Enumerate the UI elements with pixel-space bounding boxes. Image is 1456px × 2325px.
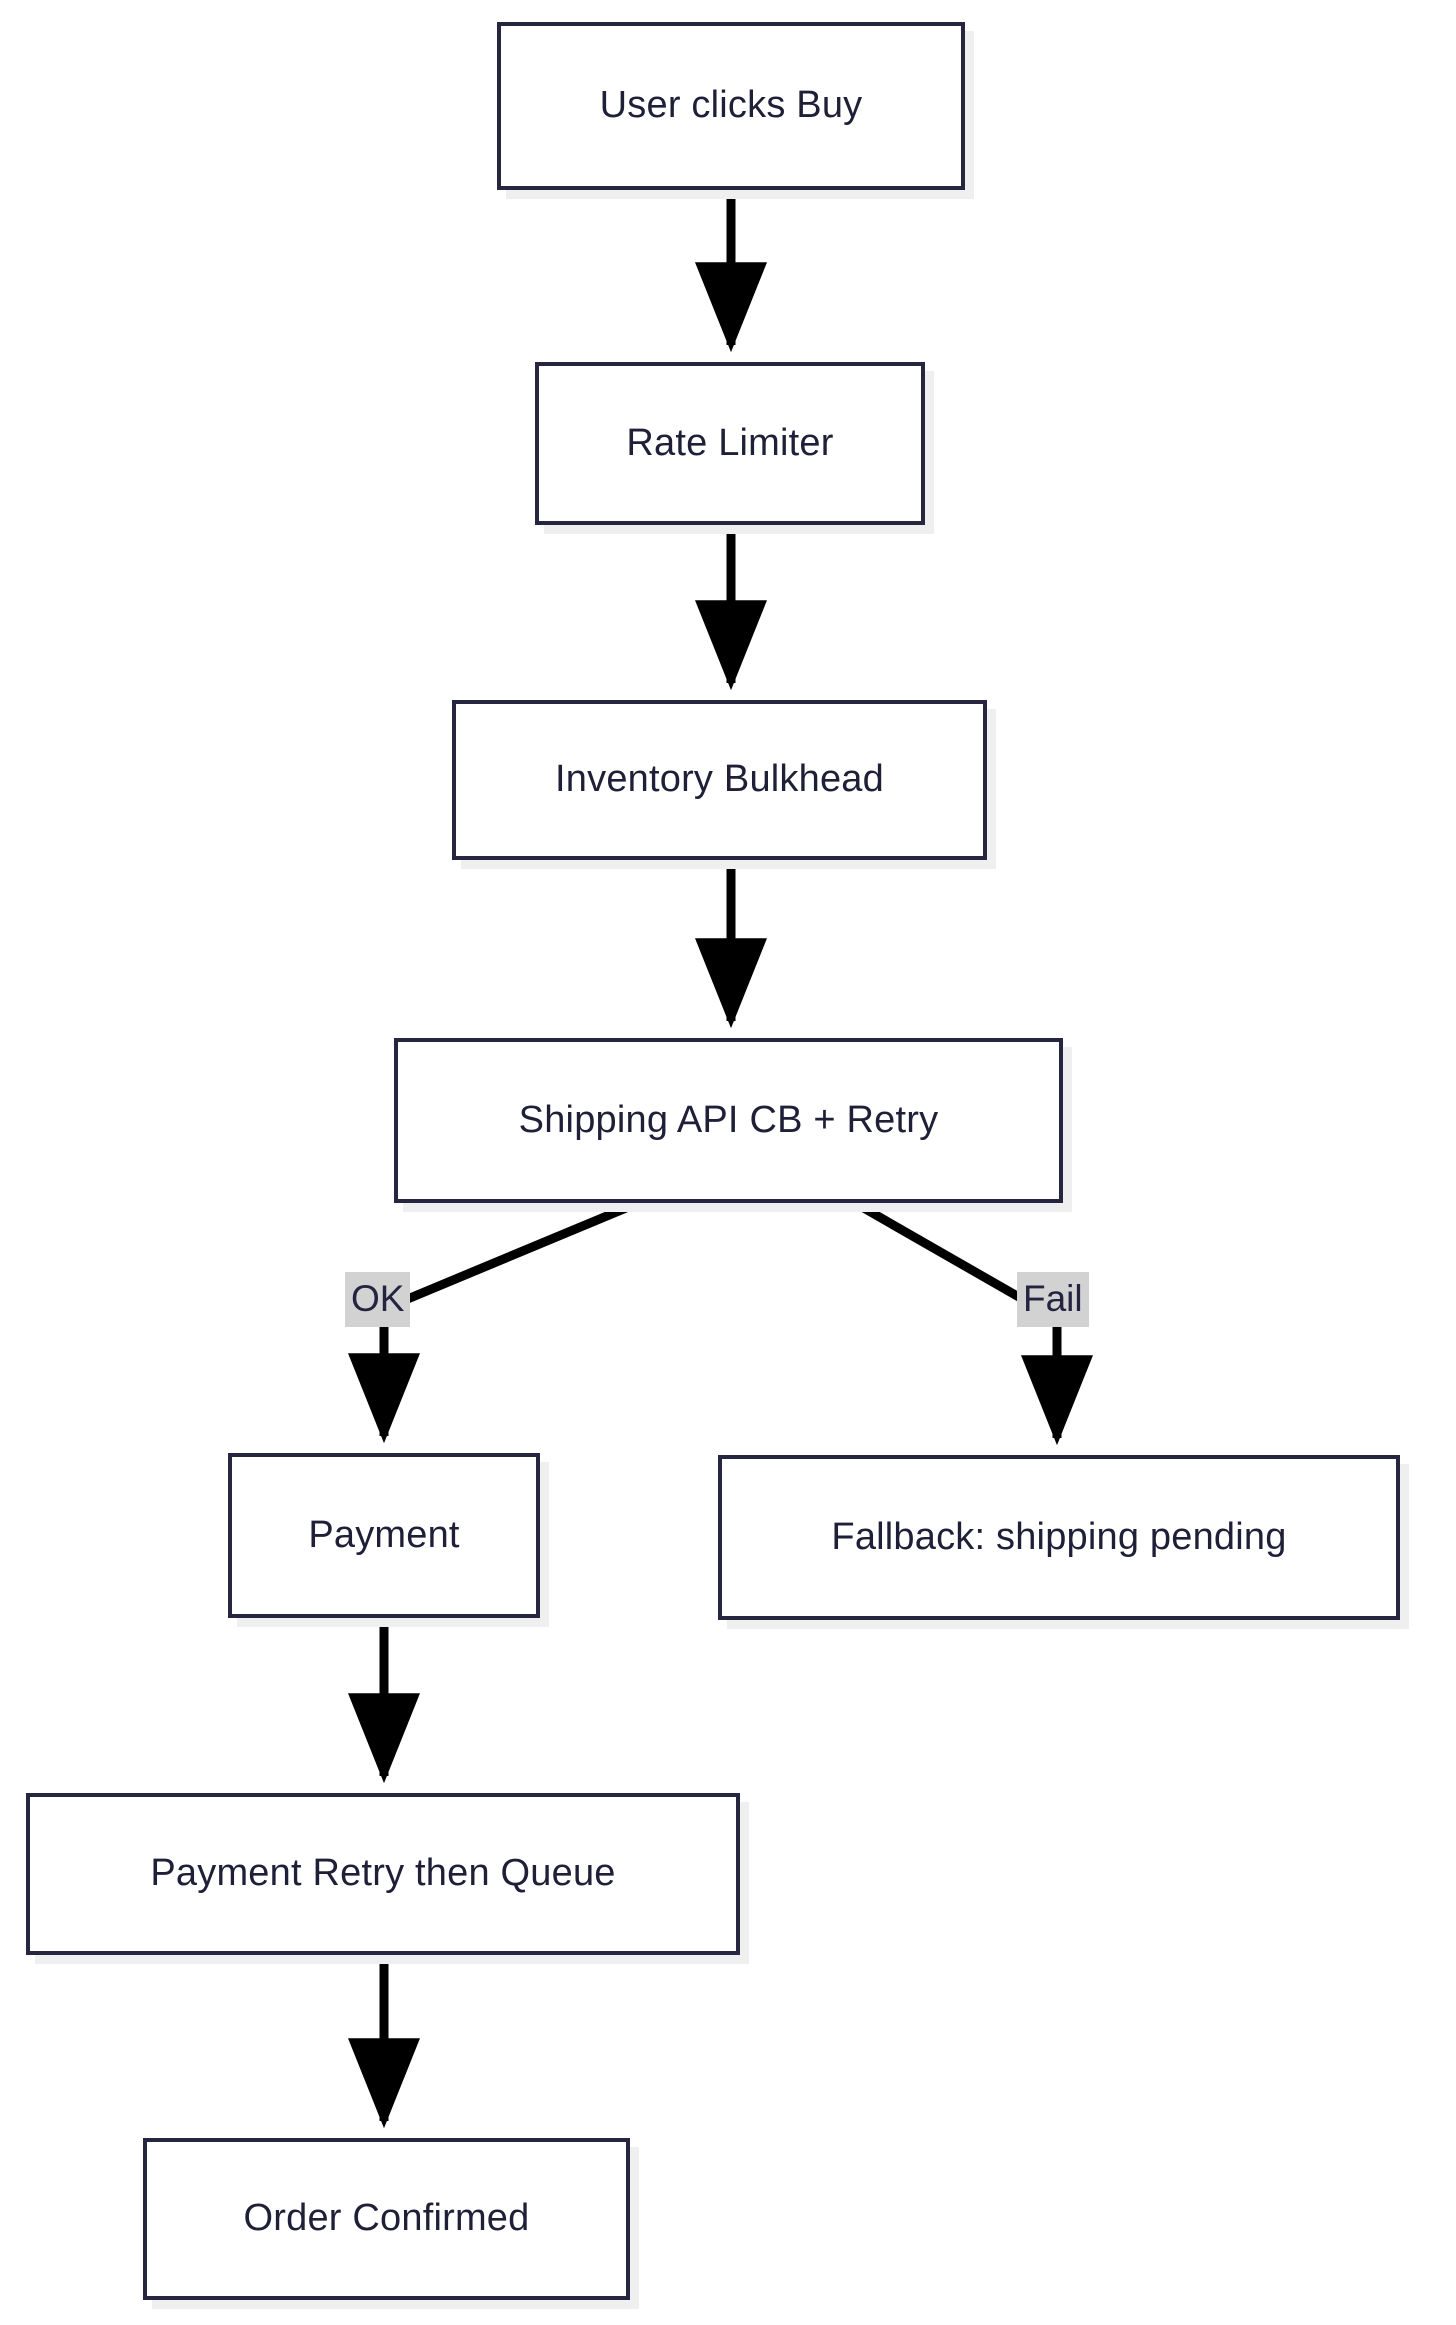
node-user-clicks-buy[interactable]: User clicks Buy: [497, 22, 965, 190]
node-label-payment-retry-then-queue: Payment Retry then Queue: [150, 1852, 616, 1895]
edge-label-fail: Fail: [1017, 1272, 1089, 1327]
node-label-user-clicks-buy: User clicks Buy: [599, 84, 863, 127]
node-order-confirmed[interactable]: Order Confirmed: [143, 2138, 630, 2300]
node-payment[interactable]: Payment: [228, 1453, 540, 1618]
node-inventory-bulkhead[interactable]: Inventory Bulkhead: [452, 700, 987, 860]
edge-shipping-api-to-payment-diagonal: [384, 1198, 640, 1313]
node-label-fallback-shipping-pending: Fallback: shipping pending: [831, 1515, 1287, 1558]
node-label-shipping-api-cb-retry: Shipping API CB + Retry: [518, 1098, 939, 1141]
node-label-order-confirmed: Order Confirmed: [243, 2197, 530, 2240]
node-payment-retry-then-queue[interactable]: Payment Retry then Queue: [26, 1793, 740, 1955]
edge-label-ok: OK: [345, 1272, 411, 1327]
node-label-inventory-bulkhead: Inventory Bulkhead: [555, 758, 884, 801]
node-shipping-api-cb-retry[interactable]: Shipping API CB + Retry: [394, 1038, 1063, 1203]
node-label-rate-limiter: Rate Limiter: [626, 421, 834, 464]
node-fallback-shipping-pending[interactable]: Fallback: shipping pending: [718, 1455, 1400, 1620]
node-label-payment: Payment: [308, 1513, 460, 1556]
node-rate-limiter[interactable]: Rate Limiter: [535, 362, 925, 525]
edge-shipping-api-to-fallback-diagonal: [852, 1199, 1041, 1312]
